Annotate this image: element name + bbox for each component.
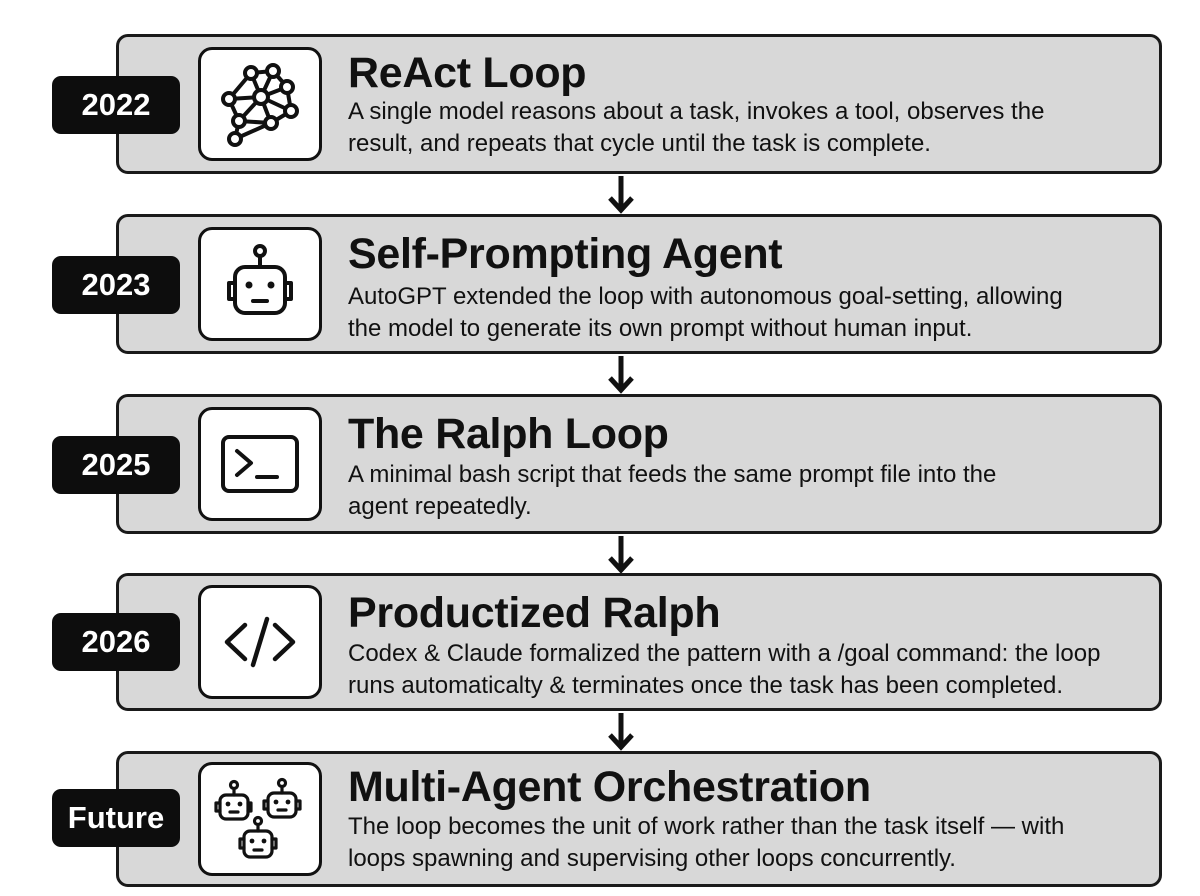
step-title-3: The Ralph Loop (348, 410, 669, 458)
step-desc-1: A single model reasons about a task, inv… (348, 96, 1148, 160)
step-title-4: Productized Ralph (348, 589, 721, 637)
year-badge-5: Future (52, 789, 180, 847)
step-title-5: Multi-Agent Orchestration (348, 763, 871, 811)
year-badge-1: 2022 (52, 76, 180, 134)
step-desc-4-line-2: runs automaticalty & terminates once the… (348, 672, 1064, 699)
down-arrow-icon (608, 176, 634, 214)
step-desc-4: Codex & Claude formalized the pattern wi… (348, 638, 1148, 702)
down-arrow-icon (608, 536, 634, 574)
step-desc-4-line-1: Codex & Claude formalized the pattern wi… (348, 640, 1101, 667)
year-badge-4: 2026 (52, 613, 180, 671)
year-badge-3: 2025 (52, 436, 180, 494)
step-desc-3-line-2: agent repeatedly. (348, 493, 532, 520)
down-arrow-icon (608, 713, 634, 751)
icon-box-5 (198, 762, 322, 876)
step-desc-2: AutoGPT extended the loop with autonomou… (348, 281, 1148, 345)
step-desc-2-line-2: the model to generate its own prompt wit… (348, 315, 973, 342)
step-desc-3: A minimal bash script that feeds the sam… (348, 459, 1148, 523)
icon-box-1 (198, 47, 322, 161)
terminal-icon (221, 435, 299, 493)
step-desc-2-line-1: AutoGPT extended the loop with autonomou… (348, 283, 1063, 310)
network-graph-icon (221, 63, 299, 147)
step-desc-5-line-2: loops spawning and supervising other loo… (348, 845, 956, 872)
robot-icon (227, 244, 293, 315)
step-title-1: ReAct Loop (348, 49, 587, 97)
step-desc-5: The loop becomes the unit of work rather… (348, 811, 1148, 875)
down-arrow-icon (608, 356, 634, 394)
step-desc-1-line-1: A single model reasons about a task, inv… (348, 98, 1045, 125)
multi-robot-icon (214, 777, 302, 859)
icon-box-3 (198, 407, 322, 521)
step-title-2: Self-Prompting Agent (348, 230, 783, 278)
code-icon (224, 616, 296, 668)
step-desc-5-line-1: The loop becomes the unit of work rather… (348, 813, 1065, 840)
step-desc-3-line-1: A minimal bash script that feeds the sam… (348, 461, 997, 488)
step-desc-1-line-2: result, and repeats that cycle until the… (348, 130, 931, 157)
icon-box-2 (198, 227, 322, 341)
icon-box-4 (198, 585, 322, 699)
year-badge-2: 2023 (52, 256, 180, 314)
